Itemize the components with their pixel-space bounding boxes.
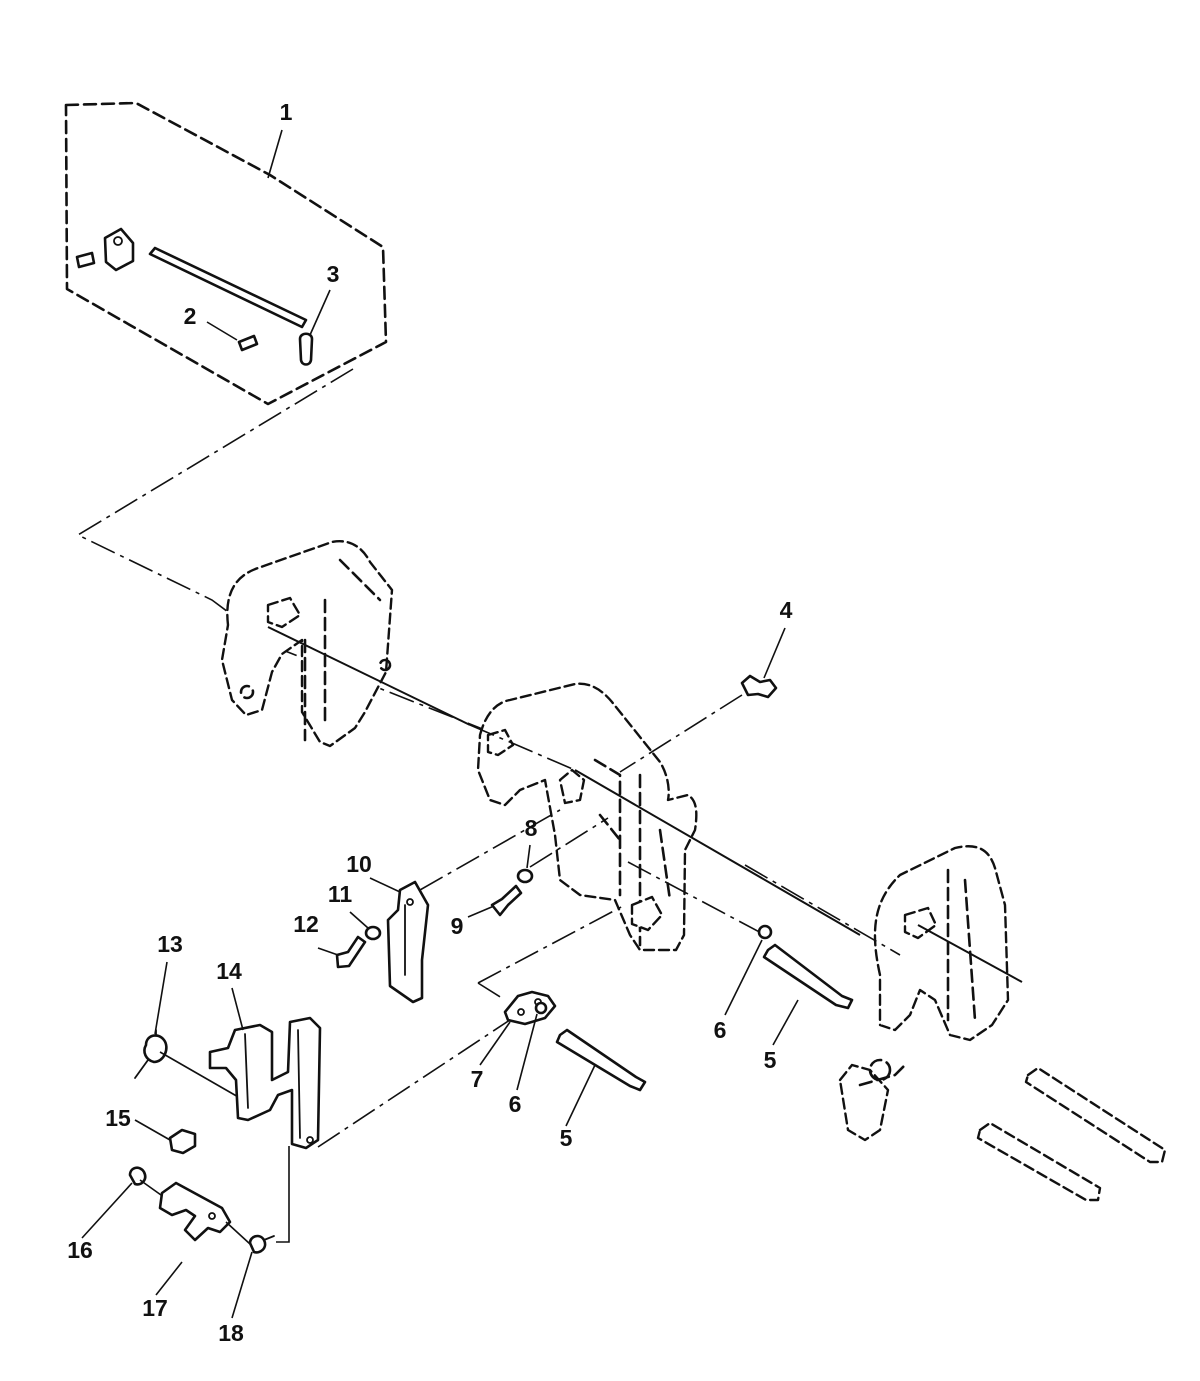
- leader-2: [206, 321, 238, 341]
- part-10-lever: [386, 880, 430, 1004]
- callout-6-upper: 6: [714, 1017, 727, 1043]
- chain-to-part-6: [627, 861, 766, 936]
- chain-to-part-10: [419, 809, 561, 891]
- callout-3: 3: [327, 261, 340, 287]
- callout-6-lower: 6: [509, 1091, 522, 1117]
- leader-13: [154, 961, 168, 1035]
- kit-chain-line: [76, 368, 486, 731]
- part-15-pad: [168, 1128, 197, 1155]
- leader-14: [231, 987, 244, 1031]
- part-5-upper-pin: [762, 943, 854, 1010]
- part-11-washer: [364, 925, 382, 941]
- kit-contents: [75, 227, 314, 366]
- part-14-lock-lever: [208, 1016, 322, 1150]
- part-9-screw: [490, 884, 523, 917]
- swivel-bracket: [476, 682, 698, 952]
- left-clamp-bracket: [220, 540, 394, 748]
- part-6-lower-clip: [534, 1001, 548, 1015]
- part-6-upper-clip: [757, 924, 773, 940]
- center-chain-axis: [469, 724, 576, 771]
- callout-12: 12: [293, 911, 319, 937]
- leader-5a: [772, 999, 799, 1046]
- callout-11: 11: [328, 881, 353, 907]
- clamp-screw-upper: [1024, 1066, 1167, 1164]
- part-4-shape: [740, 674, 778, 699]
- leader-8: [526, 844, 531, 869]
- kit-boundary: [64, 101, 388, 406]
- leader-6a: [724, 939, 763, 1016]
- chain-to-part-7: [477, 904, 626, 1001]
- leader-11: [349, 911, 369, 929]
- clamp-screw-lower: [976, 1121, 1102, 1202]
- leader-9: [467, 905, 495, 918]
- leader-10: [369, 877, 401, 893]
- leader-5b: [565, 1064, 596, 1127]
- part-17-fork: [158, 1181, 232, 1242]
- leader-1: [267, 129, 283, 179]
- part-12-bolt: [335, 935, 367, 969]
- leader-17: [155, 1261, 183, 1296]
- callout-17: 17: [142, 1295, 168, 1321]
- right-pivot-axis: [917, 924, 1023, 983]
- callout-5-lower: 5: [560, 1125, 573, 1151]
- callout-8: 8: [525, 815, 538, 841]
- leader-3: [309, 289, 331, 336]
- right-clamp-bracket: [838, 845, 1010, 1142]
- chain-to-part-8: [529, 817, 609, 868]
- callout-5-upper: 5: [764, 1047, 777, 1073]
- leader-18: [231, 1251, 253, 1319]
- callout-2: 2: [184, 303, 197, 329]
- callout-15: 15: [105, 1105, 131, 1131]
- callout-14: 14: [216, 958, 242, 984]
- callout-9: 9: [451, 913, 464, 939]
- leader-7: [479, 1021, 511, 1066]
- part-8-washer: [516, 868, 534, 884]
- left-pivot-axis: [267, 626, 471, 726]
- right-chain-axis: [744, 864, 901, 956]
- callout-7: 7: [471, 1066, 484, 1092]
- leader-16: [81, 1182, 133, 1239]
- callout-18: 18: [218, 1320, 244, 1346]
- callout-4: 4: [780, 597, 793, 623]
- through-tube-axis: [574, 769, 861, 936]
- part-18-spring: [248, 1234, 267, 1254]
- part-5-lower-pin: [555, 1028, 647, 1092]
- callout-13: 13: [157, 931, 183, 957]
- part-13-spring: [143, 1034, 168, 1064]
- part-7-cam: [503, 990, 557, 1026]
- callout-16: 16: [67, 1237, 93, 1263]
- spring-axis: [159, 1051, 241, 1099]
- leader-12: [317, 947, 339, 956]
- leader-15: [134, 1119, 171, 1141]
- leader-4: [763, 627, 786, 679]
- callout-10: 10: [346, 851, 372, 877]
- leader-6b: [516, 1013, 538, 1091]
- chain-to-part-14: [317, 1009, 526, 1148]
- callout-1: 1: [280, 99, 293, 125]
- chain-to-part-4: [619, 694, 743, 773]
